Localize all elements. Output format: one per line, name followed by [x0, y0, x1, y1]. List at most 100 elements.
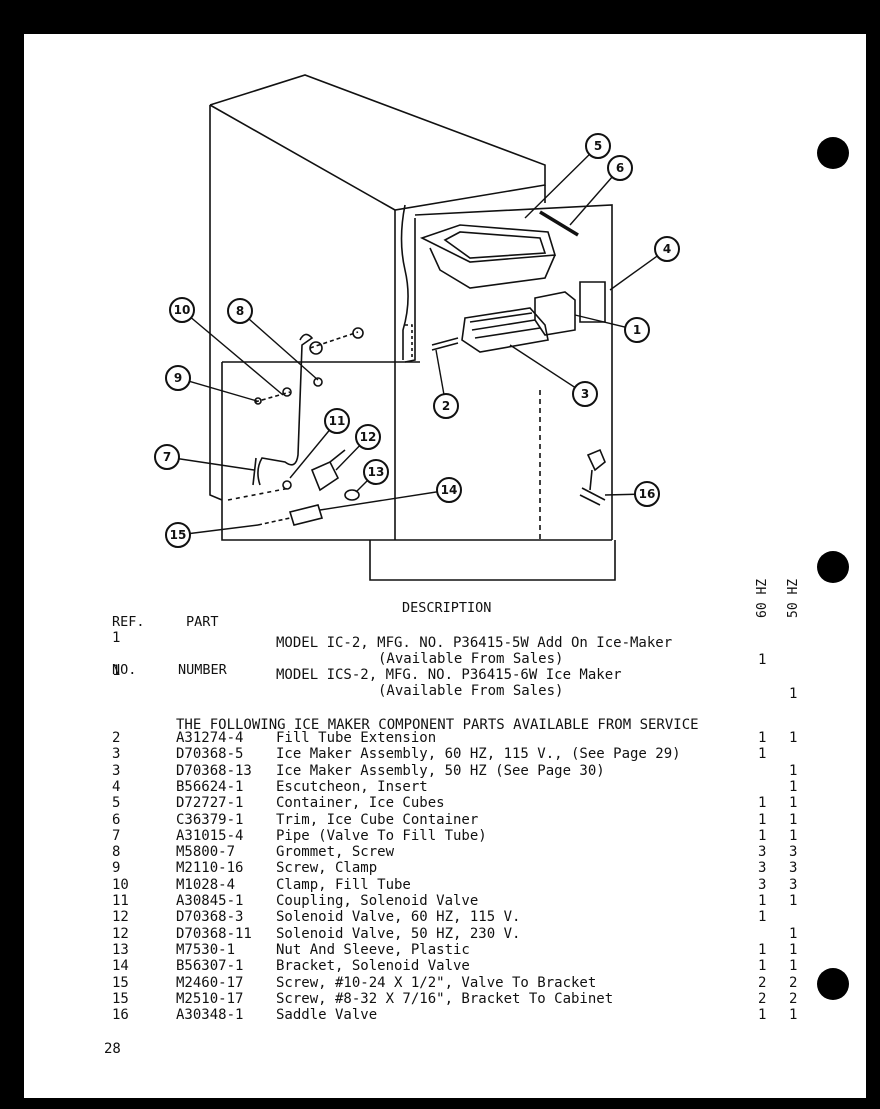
part-number: B56307-1 — [176, 958, 244, 975]
part-number: A31274-4 — [176, 730, 244, 746]
part-ref: 9 — [112, 860, 121, 877]
part-ref: 11 — [112, 893, 129, 909]
part-description: Pipe (Valve To Fill Tube) — [276, 827, 487, 844]
part-description: Clamp, Fill Tube — [276, 876, 411, 893]
header-ref: REF. NO. — [112, 582, 145, 694]
model-row-1-desc-line1: MODEL IC-2, MFG. NO. P36415-5W Add On Ic… — [276, 635, 673, 651]
callout-10: 10 — [174, 303, 191, 317]
model-row-2-q50: 1 — [789, 686, 798, 702]
part-qty-50hz: 2 — [789, 990, 798, 1007]
part-qty-60hz: 1 — [758, 795, 767, 812]
part-number: M5800-7 — [176, 844, 236, 861]
part-qty-60hz: 3 — [758, 860, 767, 877]
part-ref: 4 — [112, 778, 121, 795]
part-description: Bracket, Solenoid Valve — [276, 958, 470, 975]
part-ref: 14 — [112, 958, 129, 975]
part-ref: 15 — [112, 974, 129, 991]
callout-15: 15 — [170, 528, 187, 542]
part-qty-50hz: 1 — [789, 762, 798, 779]
model-row-1-desc-line2: (Available From Sales) — [378, 651, 564, 667]
part-qty-50hz: 1 — [789, 893, 798, 909]
part-number: D70368-5 — [176, 746, 244, 763]
callout-14: 14 — [441, 483, 458, 497]
part-number: A30845-1 — [176, 893, 244, 909]
callout-3: 3 — [581, 387, 589, 401]
page-number: 28 — [104, 1041, 121, 1057]
header-description: DESCRIPTION — [402, 600, 492, 616]
callout-5: 5 — [594, 139, 602, 153]
part-description: Solenoid Valve, 60 HZ, 115 V. — [276, 909, 521, 926]
part-number: A30348-1 — [176, 1007, 244, 1024]
part-description: Saddle Valve — [276, 1007, 378, 1024]
part-qty-50hz: 1 — [789, 811, 798, 828]
part-description: Escutcheon, Insert — [276, 778, 428, 795]
model-row-1-q60: 1 — [758, 652, 767, 668]
callout-11: 11 — [329, 414, 346, 428]
part-qty-60hz: 2 — [758, 974, 767, 991]
part-ref: 12 — [112, 925, 129, 942]
part-qty-60hz: 1 — [758, 893, 767, 909]
part-description: Ice Maker Assembly, 60 HZ, 115 V., (See … — [276, 746, 681, 763]
part-ref: 16 — [112, 1007, 129, 1024]
part-qty-60hz: 3 — [758, 876, 767, 893]
part-ref: 15 — [112, 990, 129, 1007]
part-description: Screw, #10-24 X 1/2", Valve To Bracket — [276, 974, 597, 991]
section-heading: THE FOLLOWING ICE MAKER COMPONENT PARTS … — [176, 717, 699, 733]
part-qty-50hz: 1 — [789, 925, 798, 942]
part-qty-50hz: 1 — [789, 941, 798, 958]
part-qty-60hz: 1 — [758, 909, 767, 926]
callout-7: 7 — [163, 450, 171, 464]
model-row-1-ref: 1 — [112, 630, 121, 646]
header-part-number: PART NUMBER — [178, 582, 227, 694]
model-row-2-desc-line1: MODEL ICS-2, MFG. NO. P36415-6W Ice Make… — [276, 667, 622, 683]
callout-1: 1 — [633, 323, 641, 337]
part-description: Ice Maker Assembly, 50 HZ (See Page 30) — [276, 762, 605, 779]
part-number: C36379-1 — [176, 811, 244, 828]
part-number: D70368-13 — [176, 762, 252, 779]
part-number: M7530-1 — [176, 941, 236, 958]
part-number: A31015-4 — [176, 827, 244, 844]
part-qty-50hz: 3 — [789, 876, 798, 893]
callout-8: 8 — [236, 304, 244, 318]
part-qty-60hz: 1 — [758, 941, 767, 958]
part-qty-60hz: 3 — [758, 844, 767, 861]
part-number: B56624-1 — [176, 778, 244, 795]
part-number: M2460-17 — [176, 974, 244, 991]
part-ref: 7 — [112, 827, 121, 844]
part-qty-50hz: 1 — [789, 778, 798, 795]
callout-13: 13 — [368, 465, 385, 479]
part-description: Trim, Ice Cube Container — [276, 811, 479, 828]
callout-16: 16 — [639, 487, 656, 501]
callout-2: 2 — [442, 399, 450, 413]
part-description: Nut And Sleeve, Plastic — [276, 941, 470, 958]
part-qty-50hz: 1 — [789, 827, 798, 844]
part-description: Screw, Clamp — [276, 860, 378, 877]
part-number: D70368-11 — [176, 925, 252, 942]
callout-4: 4 — [663, 242, 671, 256]
header-part-line1: PART — [186, 614, 219, 630]
part-description: Screw, #8-32 X 7/16", Bracket To Cabinet — [276, 990, 614, 1007]
part-number: D72727-1 — [176, 795, 244, 812]
part-qty-60hz: 1 — [758, 730, 767, 746]
header-60hz: 60 HZ — [755, 578, 770, 618]
part-qty-60hz: 2 — [758, 990, 767, 1007]
part-qty-50hz: 1 — [789, 1007, 798, 1024]
part-qty-60hz: 1 — [758, 746, 767, 763]
part-number: M2110-16 — [176, 860, 244, 877]
part-ref: 13 — [112, 941, 129, 958]
part-qty-50hz: 1 — [789, 795, 798, 812]
part-description: Solenoid Valve, 50 HZ, 230 V. — [276, 925, 521, 942]
part-ref: 8 — [112, 844, 121, 861]
part-ref: 5 — [112, 795, 121, 812]
part-ref: 3 — [112, 746, 121, 763]
part-qty-50hz: 1 — [789, 730, 798, 746]
header-ref-line1: REF. — [112, 614, 145, 630]
callout-6: 6 — [616, 161, 624, 175]
model-row-2-ref: 1 — [112, 663, 121, 679]
header-ref-line2: NO. — [112, 662, 137, 678]
document-page — [24, 34, 866, 1098]
part-qty-60hz: 1 — [758, 811, 767, 828]
model-row-2-desc-line2: (Available From Sales) — [378, 683, 564, 699]
binder-hole-top — [817, 137, 849, 169]
